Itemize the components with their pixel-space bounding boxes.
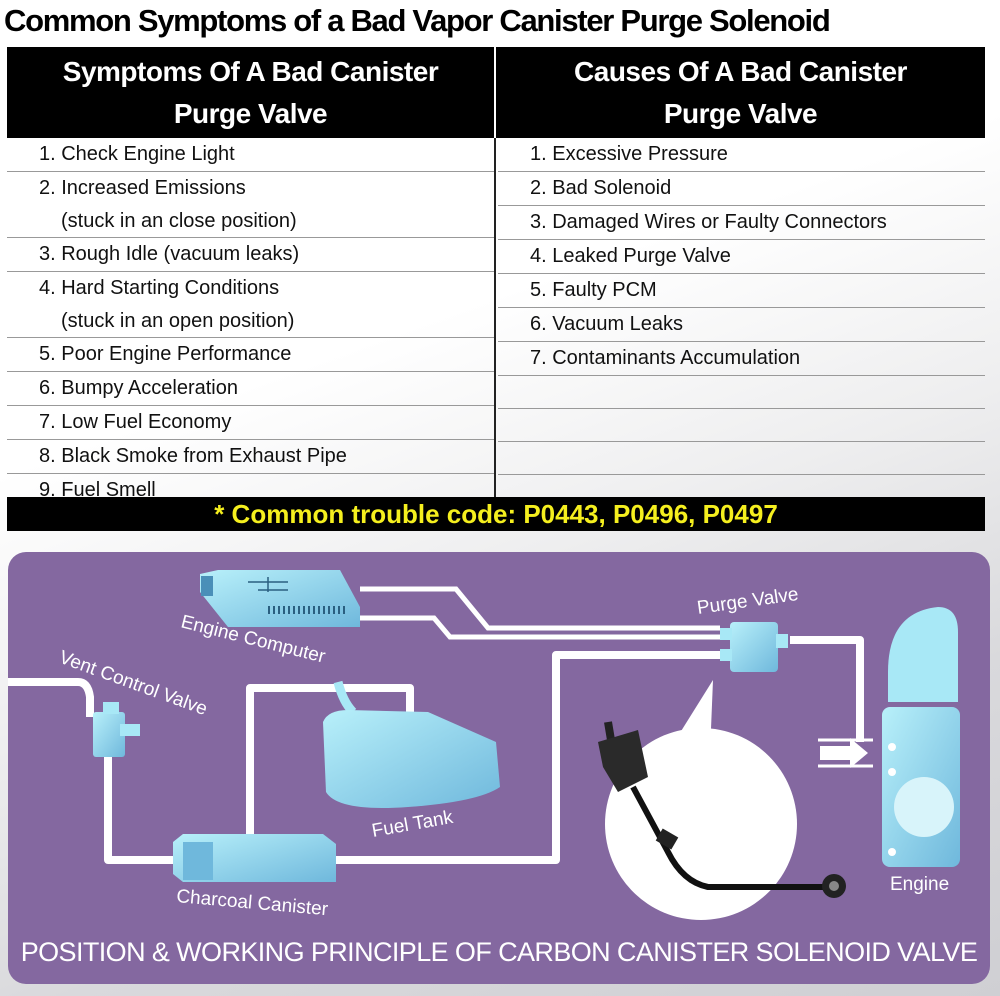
symptom-text: 3. Rough Idle (vacuum leaks)	[39, 243, 300, 265]
symptoms-causes-table: Symptoms Of A Bad Canister Purge Valve C…	[7, 47, 985, 138]
symptom-row: 6. Bumpy Acceleration	[7, 372, 494, 406]
symptom-text: 9. Fuel Smell	[39, 479, 156, 501]
charcoal-canister-icon	[173, 834, 336, 882]
symptom-text: 2. Increased Emissions	[39, 177, 246, 199]
symptom-row: 3. Rough Idle (vacuum leaks)	[7, 238, 494, 272]
causes-header: Causes Of A Bad Canister Purge Valve	[496, 47, 985, 138]
cause-row: 2. Bad Solenoid	[498, 172, 985, 206]
cause-row: 4. Leaked Purge Valve	[498, 240, 985, 274]
symptom-text: 4. Hard Starting Conditions	[39, 277, 280, 299]
empty-row	[498, 442, 985, 475]
causes-header-line2: Purge Valve	[663, 98, 818, 129]
diagram-panel: Engine Computer Purge Valve Vent Control…	[8, 552, 990, 984]
engine-icon	[882, 607, 960, 867]
symptoms-header: Symptoms Of A Bad Canister Purge Valve	[7, 47, 496, 138]
vent-control-valve-icon	[93, 702, 140, 757]
symptom-row: 9. Fuel Smell	[7, 474, 494, 507]
symptom-note: (stuck in an close position)	[61, 209, 297, 232]
symptom-note: (stuck in an open position)	[61, 309, 295, 332]
vapor-pipes	[8, 636, 864, 864]
trouble-code-banner: * Common trouble code: P0443, P0496, P04…	[7, 497, 985, 531]
purge-solenoid-photo	[598, 721, 846, 898]
electrical-wires	[360, 586, 720, 640]
cause-row: 3. Damaged Wires or Faulty Connectors	[498, 206, 985, 240]
label-engine: Engine	[890, 874, 949, 895]
symptom-text: 7. Low Fuel Economy	[39, 411, 232, 433]
symptom-text: 5. Poor Engine Performance	[39, 343, 292, 365]
cause-row: 1. Excessive Pressure	[498, 138, 985, 172]
symptom-text: 1. Check Engine Light	[39, 143, 235, 165]
empty-row	[498, 376, 985, 409]
label-charcoal-canister: Charcoal Canister	[176, 886, 330, 920]
page-title: Common Symptoms of a Bad Vapor Canister …	[4, 3, 831, 38]
table-body: 1. Check Engine Light 2. Increased Emiss…	[7, 138, 985, 501]
symptom-row: 4. Hard Starting Conditions (stuck in an …	[7, 272, 494, 338]
empty-row	[498, 409, 985, 442]
causes-header-line1: Causes Of A Bad Canister	[574, 56, 907, 87]
solenoid-callout-bubble	[605, 680, 797, 920]
cause-row: 5. Faulty PCM	[498, 274, 985, 308]
symptom-row: 2. Increased Emissions (stuck in an close…	[7, 172, 494, 238]
symptom-row: 7. Low Fuel Economy	[7, 406, 494, 440]
engine-computer-icon	[200, 570, 360, 627]
label-fuel-tank: Fuel Tank	[370, 807, 455, 842]
symptom-text: 6. Bumpy Acceleration	[39, 377, 238, 399]
fuel-tank-icon	[323, 680, 500, 808]
label-purge-valve: Purge Valve	[696, 584, 800, 619]
system-diagram: Engine Computer Purge Valve Vent Control…	[8, 570, 960, 920]
symptoms-header-line1: Symptoms Of A Bad Canister	[62, 56, 439, 87]
symptom-row: 1. Check Engine Light	[7, 138, 494, 172]
symptom-row: 5. Poor Engine Performance	[7, 338, 494, 372]
symptoms-header-line2: Purge Valve	[173, 98, 328, 129]
intake-lines	[818, 738, 873, 768]
symptom-row: 8. Black Smoke from Exhaust Pipe	[7, 440, 494, 474]
symptoms-column: 1. Check Engine Light 2. Increased Emiss…	[7, 138, 496, 501]
purge-valve-icon	[720, 622, 788, 672]
causes-column: 1. Excessive Pressure 2. Bad Solenoid 3.…	[498, 138, 985, 475]
cause-row: 7. Contaminants Accumulation	[498, 342, 985, 376]
diagram-caption: POSITION & WORKING PRINCIPLE OF CARBON C…	[20, 937, 978, 967]
cause-row: 6. Vacuum Leaks	[498, 308, 985, 342]
arrow-right-icon	[820, 738, 868, 768]
symptom-text: 8. Black Smoke from Exhaust Pipe	[39, 445, 347, 467]
